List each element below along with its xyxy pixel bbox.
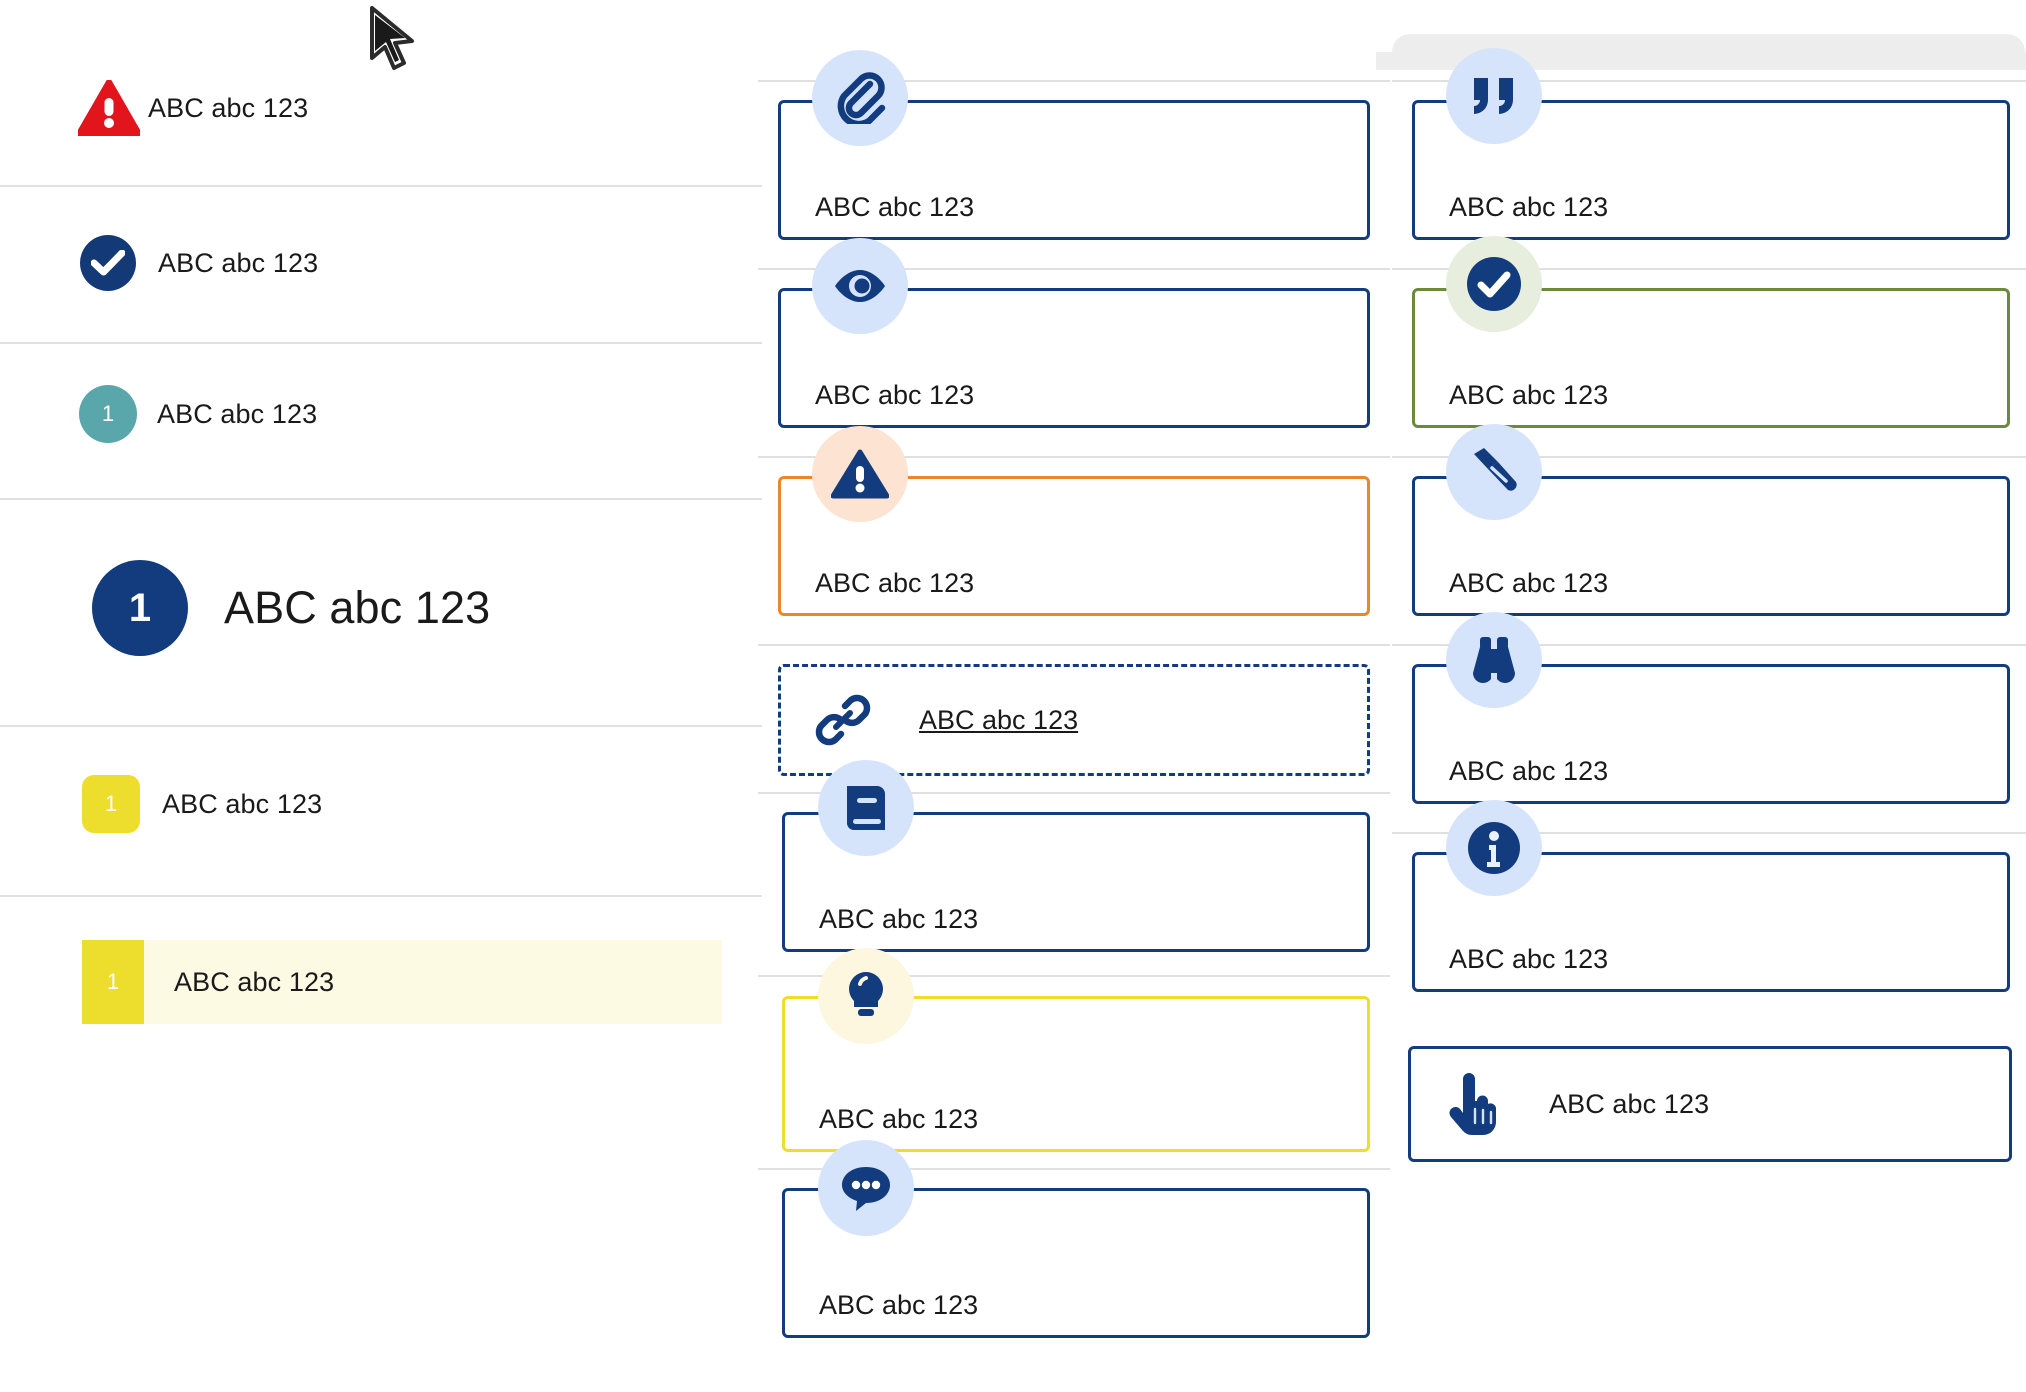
- card-label: ABC abc 123: [815, 380, 975, 410]
- list-item-yellow[interactable]: 1 ABC abc 123: [0, 775, 762, 833]
- link-icon: [815, 692, 871, 748]
- divider: [758, 644, 1390, 646]
- number-badge-large: 1: [92, 560, 188, 656]
- card-link[interactable]: ABC abc 123: [778, 664, 1370, 776]
- card-label: ABC abc 123: [819, 1290, 979, 1320]
- speech-bubble-icon: [818, 1140, 914, 1236]
- lightbulb-icon: [818, 948, 914, 1044]
- card-label: ABC abc 123: [1449, 756, 1609, 786]
- card-label: ABC abc 123: [815, 568, 975, 598]
- number-badge-yellow: 1: [82, 775, 140, 833]
- divider: [1392, 456, 2026, 458]
- list-item-label: ABC abc 123: [148, 92, 309, 123]
- divider: [1392, 644, 2026, 646]
- list-item-label: ABC abc 123: [157, 398, 318, 429]
- card-label: ABC abc 123: [1449, 944, 1609, 974]
- background-panel-strip: [1376, 52, 2026, 70]
- card-label: ABC abc 123: [819, 1104, 979, 1134]
- warning-triangle-icon: [812, 426, 908, 522]
- list-item-featured[interactable]: 1 ABC abc 123: [0, 560, 762, 656]
- pointing-hand-icon: [1445, 1073, 1501, 1135]
- eye-icon: [812, 238, 908, 334]
- list-item-selected[interactable]: 1 ABC abc 123: [82, 940, 722, 1024]
- divider: [758, 792, 1390, 794]
- mouse-pointer-icon: [366, 6, 422, 81]
- divider: [1392, 80, 2026, 82]
- left-list-panel: ABC abc 123 ABC abc 123 1 ABC abc 123 1 …: [0, 0, 762, 1392]
- warning-triangle-icon: [78, 80, 140, 136]
- divider: [1392, 832, 2026, 834]
- binoculars-icon: [1446, 612, 1542, 708]
- card-label: ABC abc 123: [1449, 192, 1609, 222]
- divider: [758, 268, 1390, 270]
- paperclip-icon: [812, 50, 908, 146]
- card-label: ABC abc 123: [1449, 568, 1609, 598]
- divider: [758, 80, 1390, 82]
- card-link-label[interactable]: ABC abc 123: [919, 704, 1079, 735]
- card-attachment[interactable]: ABC abc 123: [778, 100, 1370, 240]
- list-item-label: ABC abc 123: [174, 966, 335, 997]
- card-label: ABC abc 123: [1549, 1088, 1710, 1119]
- divider: [0, 342, 762, 344]
- check-circle-icon: [1446, 236, 1542, 332]
- divider: [758, 1168, 1390, 1170]
- quote-icon: [1446, 48, 1542, 144]
- card-label: ABC abc 123: [819, 904, 979, 934]
- divider: [758, 456, 1390, 458]
- divider: [0, 498, 762, 500]
- divider: [0, 185, 762, 187]
- list-item-success[interactable]: ABC abc 123: [0, 235, 762, 291]
- divider: [0, 895, 762, 897]
- list-item-teal[interactable]: 1 ABC abc 123: [0, 385, 762, 443]
- number-badge-yellow-selected: 1: [82, 940, 144, 1024]
- divider: [0, 725, 762, 727]
- divider: [1392, 268, 2026, 270]
- info-icon: [1446, 800, 1542, 896]
- book-icon: [818, 760, 914, 856]
- check-circle-icon: [80, 235, 136, 291]
- list-item-label-large: ABC abc 123: [224, 582, 491, 633]
- pencil-icon: [1446, 424, 1542, 520]
- card-label: ABC abc 123: [815, 192, 975, 222]
- card-info[interactable]: ABC abc 123: [1412, 852, 2010, 992]
- list-item-warning[interactable]: ABC abc 123: [0, 80, 762, 136]
- list-item-label: ABC abc 123: [158, 247, 319, 278]
- card-label: ABC abc 123: [1449, 380, 1609, 410]
- divider: [758, 975, 1390, 977]
- list-item-label: ABC abc 123: [162, 788, 323, 819]
- number-badge: 1: [79, 385, 137, 443]
- card-visibility[interactable]: ABC abc 123: [778, 288, 1370, 428]
- card-action[interactable]: ABC abc 123: [1408, 1046, 2012, 1162]
